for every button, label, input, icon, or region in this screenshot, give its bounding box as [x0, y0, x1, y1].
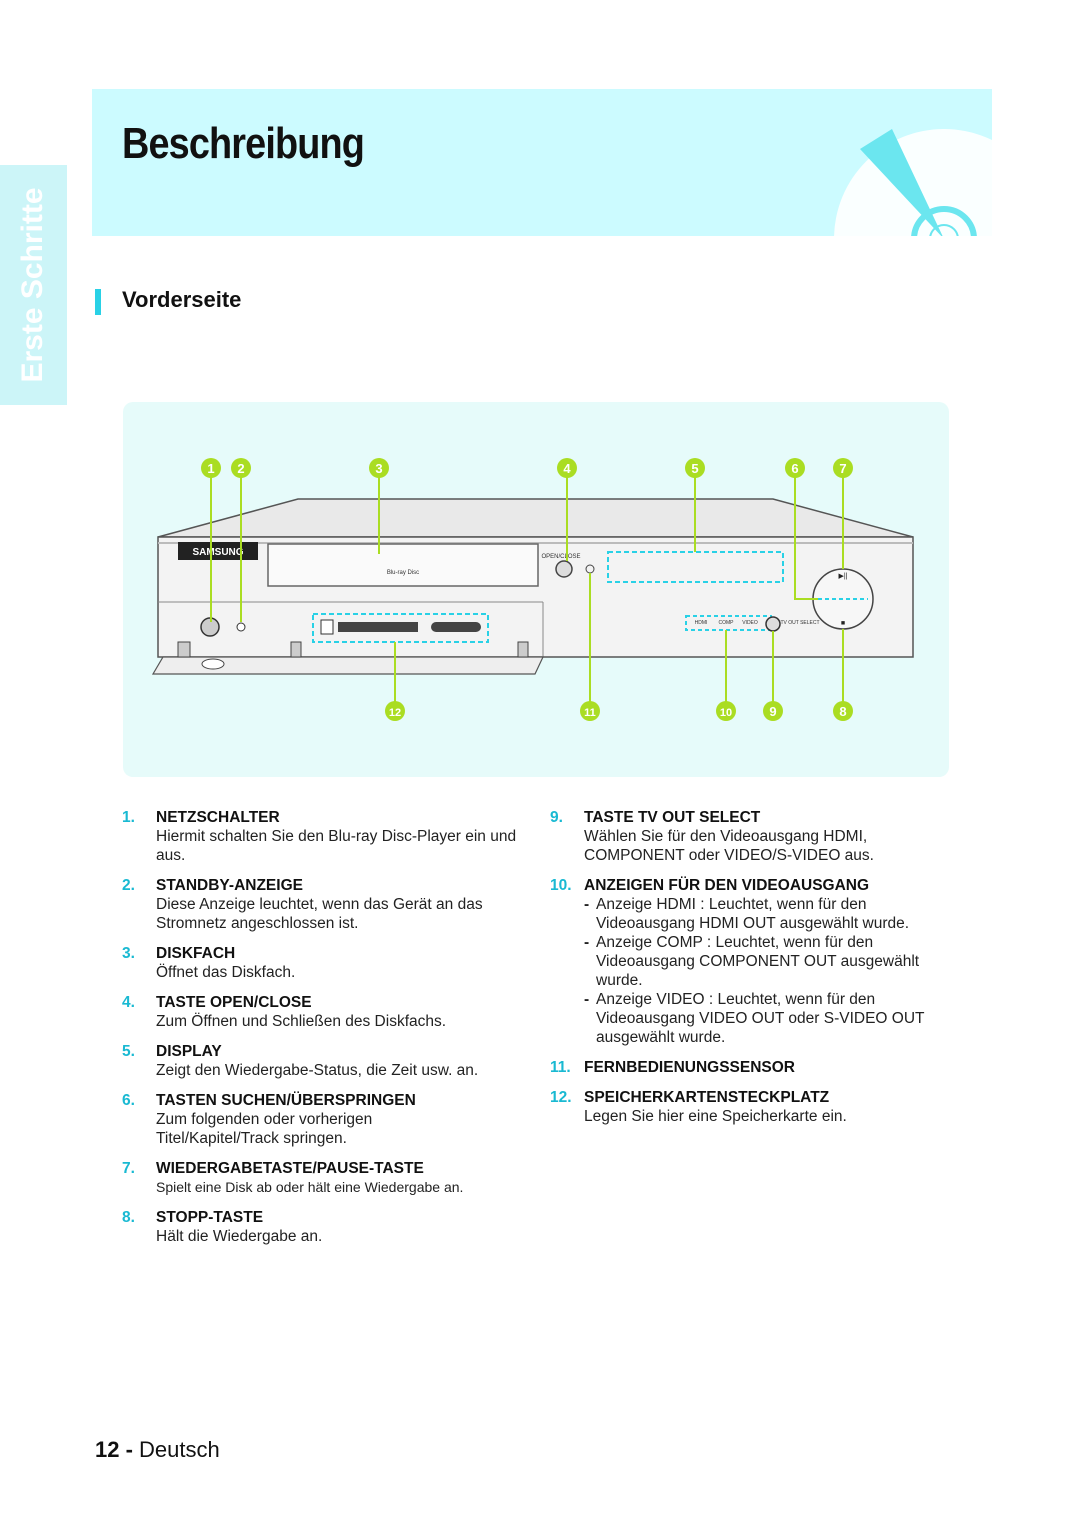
list-item: 6. TASTEN SUCHEN/ÜBERSPRINGEN Zum folgende…: [122, 1091, 532, 1148]
item-description: Öffnet das Diskfach.: [156, 964, 296, 981]
item-number: 2.: [122, 877, 135, 894]
bullet-item: -Anzeige COMP : Leuchtet, wenn für den V…: [584, 934, 920, 989]
page-header: Beschreibung: [92, 89, 992, 236]
item-description: Hiermit schalten Sie den Blu-ray Disc-Pl…: [156, 828, 517, 864]
front-panel-figure: SAMSUNG Blu-ray Disc OPEN/CLOSE ▶|| ■ HD…: [123, 402, 949, 777]
open-close-button: [555, 560, 573, 578]
list-item: 7. WIEDERGABETASTE/PAUSE-TASTE Spielt eine…: [122, 1159, 532, 1197]
item-heading: STOPP-TASTE: [156, 1209, 264, 1226]
item-heading: SPEICHERKARTENSTECKPLATZ: [584, 1089, 830, 1106]
list-item: 12. SPEICHERKARTENSTECKPLATZ Legen Sie hie…: [550, 1088, 945, 1126]
callout-6: 6: [791, 461, 798, 476]
list-item: 1. NETZSCHALTER Hiermit schalten Sie den B…: [122, 808, 532, 865]
disc-tray: [267, 543, 539, 587]
item-description: Zeigt den Wiedergabe-Status, die Zeit us…: [156, 1062, 479, 1079]
list-item: 2. STANDBY-ANZEIGE Diese Anzeige leuchtet,…: [122, 876, 532, 933]
open-close-label: OPEN/CLOSE: [541, 554, 580, 560]
callout-4: 4: [563, 461, 571, 476]
item-heading: ANZEIGEN FÜR DEN VIDEOAUSGANG: [584, 877, 870, 894]
bullet-item: -Anzeige VIDEO : Leuchtet, wenn für den …: [584, 991, 925, 1046]
callout-2: 2: [237, 461, 244, 476]
item-description: Spielt eine Disk ab oder hält eine Wiede…: [156, 1179, 464, 1195]
item-heading: WIEDERGABETASTE/PAUSE-TASTE: [156, 1160, 424, 1177]
item-heading: DISPLAY: [156, 1043, 222, 1060]
svg-text:■: ■: [841, 620, 845, 627]
item-number: 5.: [122, 1043, 135, 1060]
item-description: Zum Öffnen und Schließen des Diskfachs.: [156, 1013, 447, 1030]
page-language: Deutsch: [139, 1437, 220, 1462]
left-description-list: 1. NETZSCHALTER Hiermit schalten Sie den B…: [122, 808, 532, 1257]
indicator-comp: COMP: [719, 620, 735, 626]
list-item: 8. STOPP-TASTE Hält die Wiedergabe an.: [122, 1208, 532, 1246]
list-item: 5. DISPLAY Zeigt den Wiedergabe-Status, di…: [122, 1042, 532, 1080]
callout-3: 3: [375, 461, 382, 476]
brand-logo: SAMSUNG: [192, 547, 243, 558]
display-window: [607, 551, 784, 583]
item-heading: TASTE OPEN/CLOSE: [156, 994, 312, 1011]
item-number: 8.: [122, 1209, 135, 1226]
bullet-item: -Anzeige HDMI : Leuchtet, wenn für den V…: [584, 896, 910, 932]
bullet-text: Anzeige VIDEO : Leuchtet, wenn für den V…: [596, 991, 925, 1046]
front-panel-illustration: SAMSUNG Blu-ray Disc OPEN/CLOSE ▶|| ■ HD…: [151, 458, 914, 721]
indicator-video: VIDEO: [742, 620, 758, 626]
item-number: 12.: [550, 1089, 572, 1106]
item-number: 11.: [550, 1059, 571, 1076]
list-item: 11. FERNBEDIENUNGSSENSOR: [550, 1058, 945, 1077]
item-description: Hält die Wiedergabe an.: [156, 1228, 323, 1245]
callout-1: 1: [207, 461, 214, 476]
item-number: 1.: [122, 809, 135, 826]
list-item: 3. DISKFACH Öffnet das Diskfach.: [122, 944, 532, 982]
page-title: Beschreibung: [122, 119, 365, 168]
item-heading: NETZSCHALTER: [156, 809, 280, 826]
standby-led: [236, 622, 246, 632]
side-tab-label: Erste Schritte: [16, 187, 49, 383]
section-accent-bar: [95, 289, 101, 315]
item-heading: TASTE TV OUT SELECT: [584, 809, 761, 826]
list-item: 9. TASTE TV OUT SELECT Wählen Sie für den …: [550, 808, 945, 865]
page-number: 12 -: [95, 1437, 133, 1462]
list-item: 4. TASTE OPEN/CLOSE Zum Öffnen und Schließ…: [122, 993, 532, 1031]
item-heading: TASTEN SUCHEN/ÜBERSPRINGEN: [156, 1092, 416, 1109]
item-description: Diese Anzeige leuchtet, wenn das Gerät a…: [156, 896, 483, 932]
disc-icon: [834, 129, 992, 236]
callout-7: 7: [839, 461, 846, 476]
callout-10: 10: [720, 707, 732, 719]
tv-out-select-button: [765, 616, 781, 632]
section-title: Vorderseite: [122, 287, 242, 312]
item-description: Zum folgenden oder vorherigen Titel/Kapi…: [156, 1111, 373, 1147]
item-number: 7.: [122, 1160, 135, 1177]
item-heading: STANDBY-ANZEIGE: [156, 877, 303, 894]
item-number: 3.: [122, 945, 135, 962]
bluray-logo: Blu-ray Disc: [387, 570, 419, 576]
item-description: Wählen Sie für den Videoausgang HDMI, CO…: [584, 828, 874, 864]
side-tab: Erste Schritte: [0, 165, 67, 405]
item-description: Legen Sie hier eine Speicherkarte ein.: [584, 1108, 847, 1125]
callout-12: 12: [389, 707, 401, 719]
callout-11: 11: [584, 707, 596, 719]
bullet-text: Anzeige COMP : Leuchtet, wenn für den Vi…: [596, 934, 920, 989]
bullet-text: Anzeige HDMI : Leuchtet, wenn für den Vi…: [596, 896, 910, 932]
card-slot-outline: [312, 613, 489, 643]
item-number: 10.: [550, 877, 572, 894]
svg-text:▶||: ▶||: [838, 573, 847, 580]
indicator-hdmi: HDMI: [695, 620, 708, 626]
list-item: 10. ANZEIGEN FÜR DEN VIDEOAUSGANG -Anzeig…: [550, 876, 945, 1047]
callout-5: 5: [691, 461, 698, 476]
item-number: 6.: [122, 1092, 135, 1109]
callout-9: 9: [769, 704, 776, 719]
page-footer: 12 - Deutsch: [95, 1437, 220, 1463]
item-heading: DISKFACH: [156, 945, 236, 962]
callout-8: 8: [839, 704, 846, 719]
right-description-list: 9. TASTE TV OUT SELECT Wählen Sie für den …: [550, 808, 945, 1137]
item-number: 9.: [550, 809, 563, 826]
item-number: 4.: [122, 994, 135, 1011]
tv-out-select-label: TV OUT SELECT: [780, 620, 819, 626]
item-heading: FERNBEDIENUNGSSENSOR: [584, 1059, 795, 1076]
